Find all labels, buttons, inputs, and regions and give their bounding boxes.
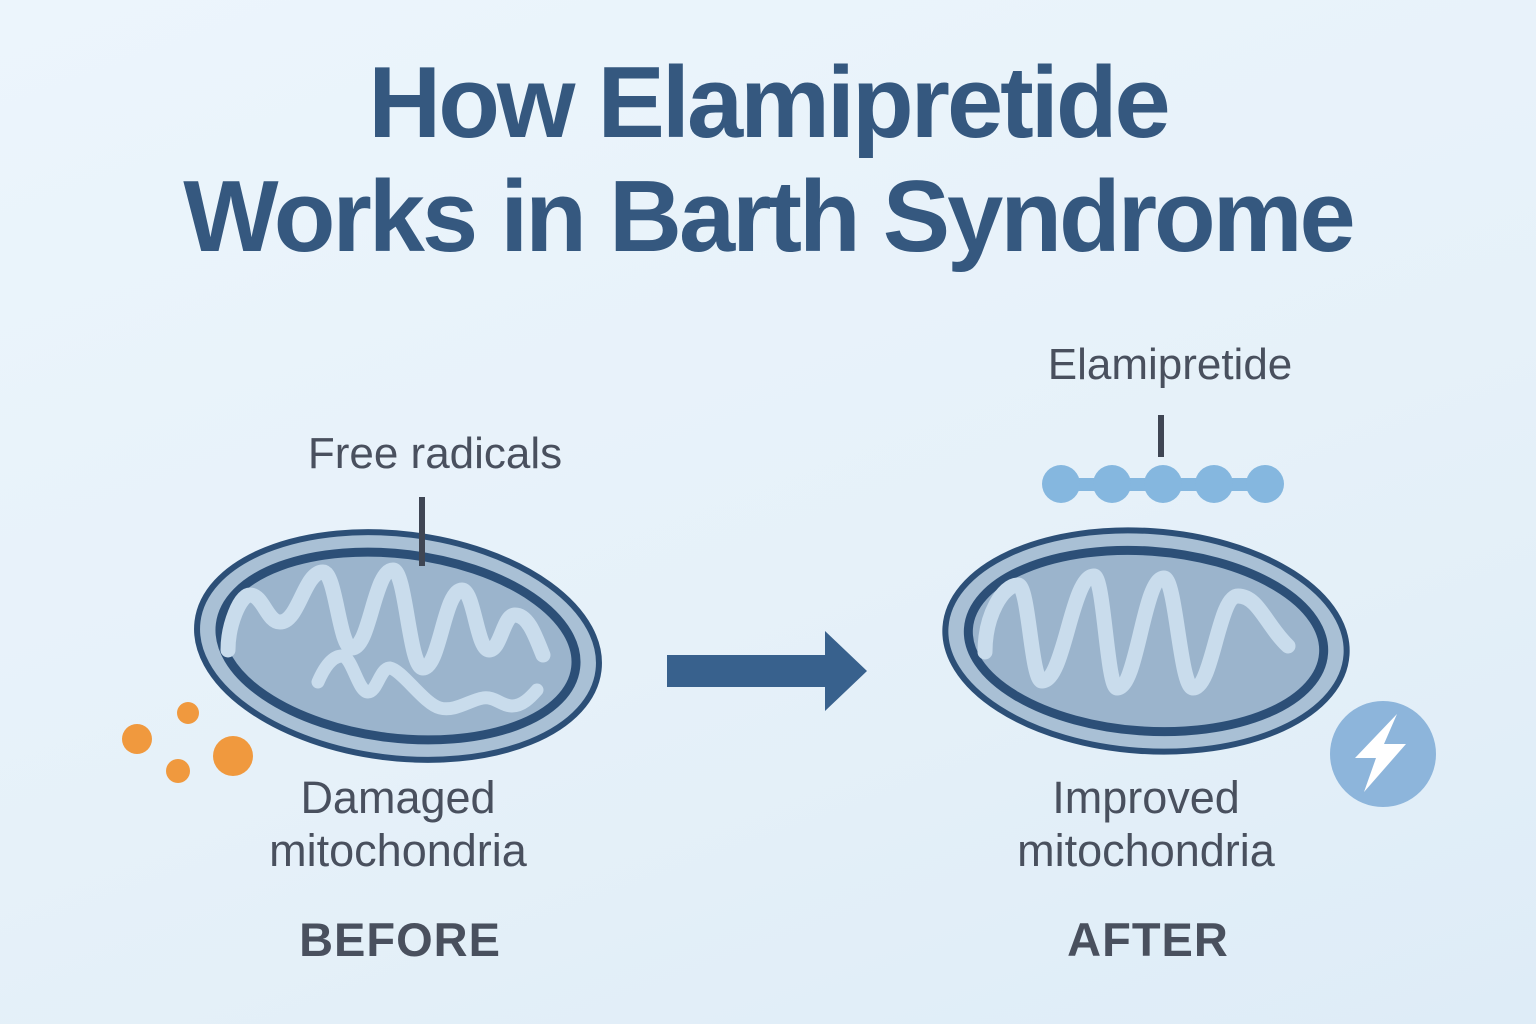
elamipretide-label: Elamipretide (1047, 340, 1293, 389)
free-radical-dot (177, 702, 199, 724)
improved-mitochondrion (942, 527, 1350, 755)
elamipretide-peptide-chain-icon (1042, 465, 1284, 503)
free-radical-dot (166, 759, 190, 783)
peptide-bead (1246, 465, 1284, 503)
free-radicals-label: Free radicals (307, 429, 563, 478)
before-label: BEFORE (299, 913, 501, 966)
improved-mitochondria-caption: Improved mitochondria (1017, 772, 1275, 876)
cristae-wave (977, 568, 1296, 696)
damaged-mitochondrion (194, 529, 602, 763)
energy-badge (1330, 701, 1436, 807)
after-label: AFTER (1067, 913, 1229, 966)
cristae-wave (220, 562, 551, 676)
free-radical-dot (213, 736, 253, 776)
free-radical-dot (122, 724, 152, 754)
page-title: How Elamipretide Works in Barth Syndrome (183, 47, 1355, 274)
peptide-bead (1195, 465, 1233, 503)
peptide-bead (1093, 465, 1131, 503)
lightning-bolt-icon (1355, 714, 1406, 792)
damaged-mitochondria-caption: Damaged mitochondria (269, 772, 527, 876)
peptide-bead (1042, 465, 1080, 503)
peptide-bead (1144, 465, 1182, 503)
arrow-right-icon (667, 631, 867, 711)
free-radical-dots (122, 702, 253, 783)
cristae-wave-lower (311, 649, 544, 716)
